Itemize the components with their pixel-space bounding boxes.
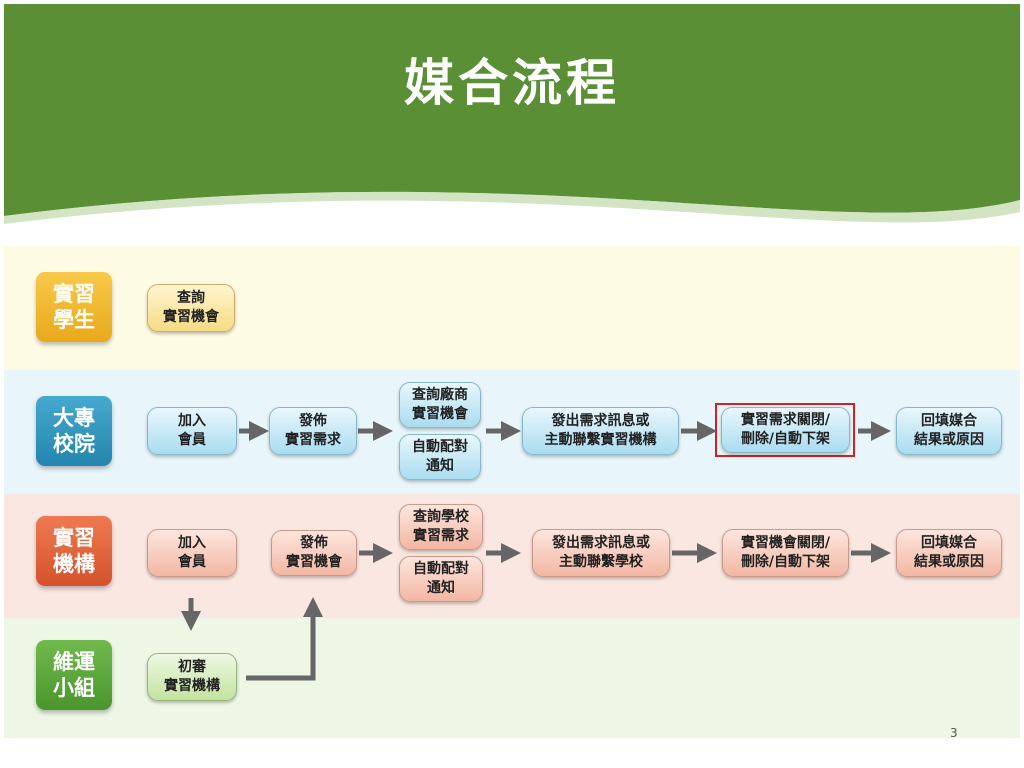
node-line: 結果或原因 xyxy=(914,432,984,448)
node-line: 發出需求訊息或 xyxy=(551,413,650,429)
node-institution-search-school: 查詢學校 實習需求 xyxy=(399,504,483,550)
node-line: 實習機會 xyxy=(286,554,342,570)
node-line: 實習需求 xyxy=(413,528,469,544)
lane-label-line: 實習 xyxy=(53,282,95,306)
node-line: 發佈 xyxy=(300,535,328,551)
node-line: 刪除/自動下架 xyxy=(740,431,831,447)
node-line: 查詢學校 xyxy=(413,509,469,525)
node-line: 刪除/自動下架 xyxy=(740,554,831,570)
lane-label-student: 實習 學生 xyxy=(36,272,112,342)
node-line: 實習需求關閉/ xyxy=(740,412,831,428)
node-line: 結果或原因 xyxy=(914,554,984,570)
lane-label-line: 小組 xyxy=(53,676,95,700)
lane-label-college: 大專 校院 xyxy=(36,396,112,466)
node-line: 初審 xyxy=(178,659,206,675)
lane-label-institution: 實習 機構 xyxy=(36,516,112,586)
node-line: 加入 xyxy=(178,413,206,429)
node-line: 發佈 xyxy=(299,413,327,429)
node-line: 通知 xyxy=(426,458,454,474)
node-line: 查詢廠商 xyxy=(412,387,468,403)
node-institution-contact: 發出需求訊息或 主動聯繫學校 xyxy=(532,529,670,577)
node-line: 會員 xyxy=(178,554,206,570)
node-line: 實習機會 xyxy=(163,309,219,325)
node-institution-auto-match: 自動配對 通知 xyxy=(399,556,483,602)
lane-label-ops: 維運 小組 xyxy=(36,640,112,710)
node-line: 通知 xyxy=(427,580,455,596)
node-institution-join: 加入 會員 xyxy=(147,529,237,577)
arrow-elbow-up xyxy=(246,597,323,681)
lane-label-line: 實習 xyxy=(53,526,95,550)
slide-title: 媒合流程 xyxy=(404,54,620,112)
header-banner xyxy=(4,4,1020,224)
lane-label-line: 機構 xyxy=(53,552,95,576)
node-ops-review: 初審 實習機構 xyxy=(147,653,237,701)
node-line: 實習機構 xyxy=(164,678,220,694)
node-line: 實習需求 xyxy=(285,432,341,448)
lane-label-line: 大專 xyxy=(53,406,95,430)
lane-label-line: 學生 xyxy=(53,308,95,332)
node-institution-post: 發佈 實習機會 xyxy=(271,530,357,576)
node-line: 加入 xyxy=(178,535,206,551)
node-college-feedback: 回填媒合 結果或原因 xyxy=(896,407,1002,455)
lane-label-line: 維運 xyxy=(53,650,95,674)
node-line: 自動配對 xyxy=(413,561,469,577)
highlight-box xyxy=(715,403,855,457)
node-line: 回填媒合 xyxy=(921,413,977,429)
node-college-auto-match: 自動配對 通知 xyxy=(399,434,481,480)
node-line: 實習機會 xyxy=(412,406,468,422)
node-institution-feedback: 回填媒合 結果或原因 xyxy=(896,529,1002,577)
node-line: 自動配對 xyxy=(412,439,468,455)
lane-label-line: 校院 xyxy=(53,432,95,456)
node-line: 主動聯繫實習機構 xyxy=(544,432,657,448)
page-number: 3 xyxy=(950,726,958,740)
node-college-search-vendor: 查詢廠商 實習機會 xyxy=(399,382,481,428)
node-college-join: 加入 會員 xyxy=(147,407,237,455)
node-line: 發出需求訊息或 xyxy=(552,535,650,551)
node-college-post: 發佈 實習需求 xyxy=(269,407,357,455)
node-student-search: 查詢 實習機會 xyxy=(147,284,235,332)
node-line: 查詢 xyxy=(177,290,205,306)
node-institution-close: 實習機會關閉/ 刪除/自動下架 xyxy=(722,529,849,577)
node-line: 主動聯繫學校 xyxy=(559,554,643,570)
node-line: 實習機會關閉/ xyxy=(740,535,831,551)
node-line: 回填媒合 xyxy=(921,535,977,551)
node-line: 會員 xyxy=(178,432,206,448)
node-college-contact: 發出需求訊息或 主動聯繫實習機構 xyxy=(522,407,679,455)
node-college-close: 實習需求關閉/ 刪除/自動下架 xyxy=(721,407,850,453)
